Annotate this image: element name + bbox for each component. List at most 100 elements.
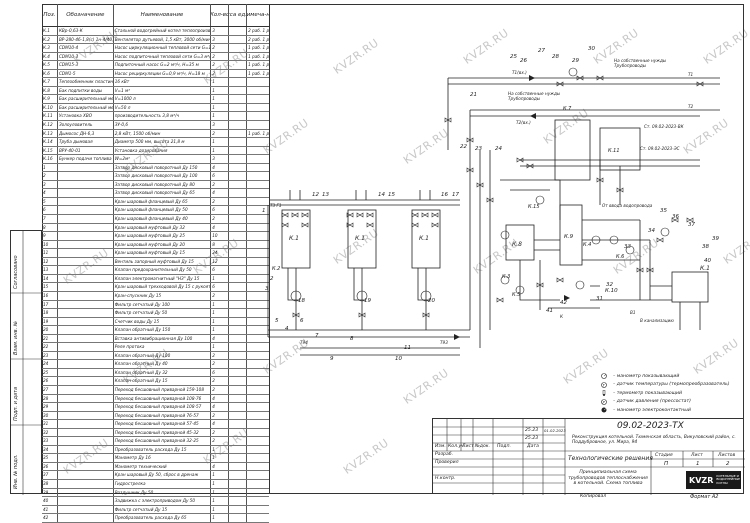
spec-cell-qty: 1 — [211, 488, 230, 497]
spec-cell-name: Затвор дисковый поворотный Ду 100 — [114, 172, 212, 180]
label-k9: К.9 — [564, 234, 574, 240]
spec-cell-mass — [229, 454, 248, 462]
spec-cell-pos: 32 — [42, 428, 58, 437]
spec-cell-pos: 15 — [42, 283, 58, 291]
kvzr-logo: KVZR КОТЕЛЬНЫЕ И ВОДОГРЕЙНЫЕ КОТЛЫ — [686, 471, 741, 489]
drawing-title: Принципиальная схема трубопроводов тепло… — [568, 470, 648, 487]
label-k1-a: К.1 — [289, 235, 299, 242]
side-stamp: Согласовано Взам. инв. № Подп. и дата Ин… — [10, 230, 43, 495]
label-k1-right: К.1 — [700, 265, 710, 272]
section-name: Технологические решения — [568, 455, 653, 462]
spec-cell-pos: 5 — [42, 197, 58, 206]
spec-cell-name: Счетчик воды Ду 15 — [114, 317, 212, 326]
valve-symbol — [671, 217, 679, 223]
spec-cell-mass — [229, 138, 248, 146]
spec-cell-mass — [229, 44, 248, 52]
spec-cell-qty: 6 — [211, 266, 230, 274]
spec-cell-mass — [229, 360, 248, 368]
symbol-legend: – манометр показывающий T – датчик темпе… — [598, 372, 738, 415]
spec-cell-name: Переход бесшовный приварной 108-76 — [114, 394, 212, 403]
spec-cell-mass — [229, 309, 248, 317]
spec-cell-des — [58, 471, 114, 479]
spec-cell-name: Кран шаровый муфтовый Ду 32 — [114, 223, 212, 232]
spec-cell-qty: 4 — [211, 163, 230, 172]
spec-cell-des — [58, 197, 114, 206]
note-pipes-2: Трубопроводы — [508, 96, 541, 101]
spec-header-designation: Обозначение — [58, 4, 114, 26]
position-callout: 39 — [712, 236, 719, 242]
spec-cell-mass — [229, 317, 248, 326]
spec-cell-pos: 34 — [42, 445, 58, 454]
position-callout: 17 — [452, 192, 459, 198]
spec-cell-pos: К.12 — [42, 121, 58, 129]
spec-cell-des — [58, 488, 114, 497]
spec-cell-des — [58, 462, 114, 471]
position-callout: 21 — [470, 92, 477, 98]
spec-cell-note: 1 раб. 1 рез. — [248, 45, 269, 51]
spec-cell-mass — [229, 300, 248, 309]
electrocontact-gauge-icon — [598, 407, 610, 413]
spec-cell-des: ВР-280-46-1,8(с) 1н-4/40, №2 — [58, 35, 114, 44]
spec-cell-des — [58, 317, 114, 326]
spec-row: 15 Кран шаровый трехходовой Ду 15 с рукоя… — [42, 283, 269, 292]
spec-cell-mass — [229, 163, 248, 172]
spec-cell-qty: 3 — [211, 35, 230, 44]
valve-symbol — [486, 197, 494, 203]
spec-cell-name: Преобразователь расхода Ду 65 — [114, 514, 212, 522]
spec-cell-mass — [229, 223, 248, 232]
spec-cell-pos: 20 — [42, 326, 58, 334]
spec-cell-des — [58, 326, 114, 334]
label-k11: К.11 — [608, 148, 620, 154]
spec-cell-des: Бак подпитки воды — [58, 86, 114, 95]
spec-cell-qty: 2 — [211, 411, 230, 420]
spec-cell-des — [58, 240, 114, 249]
spec-cell-des — [58, 428, 114, 437]
svg-text:T: T — [603, 383, 606, 387]
spec-cell-name: Переход бесшовный приварной 45-32 — [114, 428, 212, 437]
spec-cell-pos: 26 — [42, 377, 58, 385]
spec-cell-name: Кран шаровый фланцевый Ду 40 — [114, 215, 212, 223]
spec-cell-des — [58, 505, 114, 514]
valve-symbol — [411, 212, 419, 218]
spec-cell-qty: 4 — [211, 223, 230, 232]
spec-cell-name: Кран шаровый трехходовой Ду 15 с рукоятк… — [114, 283, 212, 291]
position-callout: 23 — [475, 146, 482, 152]
spec-cell-mass — [229, 78, 248, 86]
spec-cell-mass — [229, 249, 248, 257]
spec-cell-mass — [229, 240, 248, 249]
spec-cell-name: Затвор дисковый поворотный Ду 65 — [114, 189, 212, 197]
spec-cell-qty: 4 — [211, 189, 230, 197]
spec-cell-des: Бункер подачи топлива — [58, 155, 114, 163]
valve-symbol — [656, 237, 664, 243]
position-callout: 10 — [395, 356, 402, 362]
spec-cell-pos: К.2 — [42, 35, 58, 44]
drawing-code: 09.02-2023-ТХ — [617, 421, 684, 431]
spec-cell-name: производительность 3,8 м³/ч — [114, 112, 212, 121]
spec-cell-des: Установка ХВО — [58, 112, 114, 121]
position-callout: 6 — [300, 318, 304, 324]
spec-cell-name: Установка дозирования — [114, 146, 212, 155]
project-name: Реконструкция котельной. Тюменская облас… — [572, 435, 736, 446]
spec-cell-name: Кран-спускник Ду 15 — [114, 291, 212, 300]
spec-cell-des — [58, 343, 114, 351]
spec-cell-name: Затвор дисковый поворотный Ду 80 — [114, 180, 212, 189]
spec-cell-pos: 10 — [42, 240, 58, 249]
spec-cell-mass — [229, 445, 248, 454]
valve-symbol — [358, 312, 366, 318]
spec-cell-qty: 24 — [211, 249, 230, 257]
spec-cell-qty: 1 — [211, 471, 230, 479]
spec-cell-pos: 11 — [42, 249, 58, 257]
